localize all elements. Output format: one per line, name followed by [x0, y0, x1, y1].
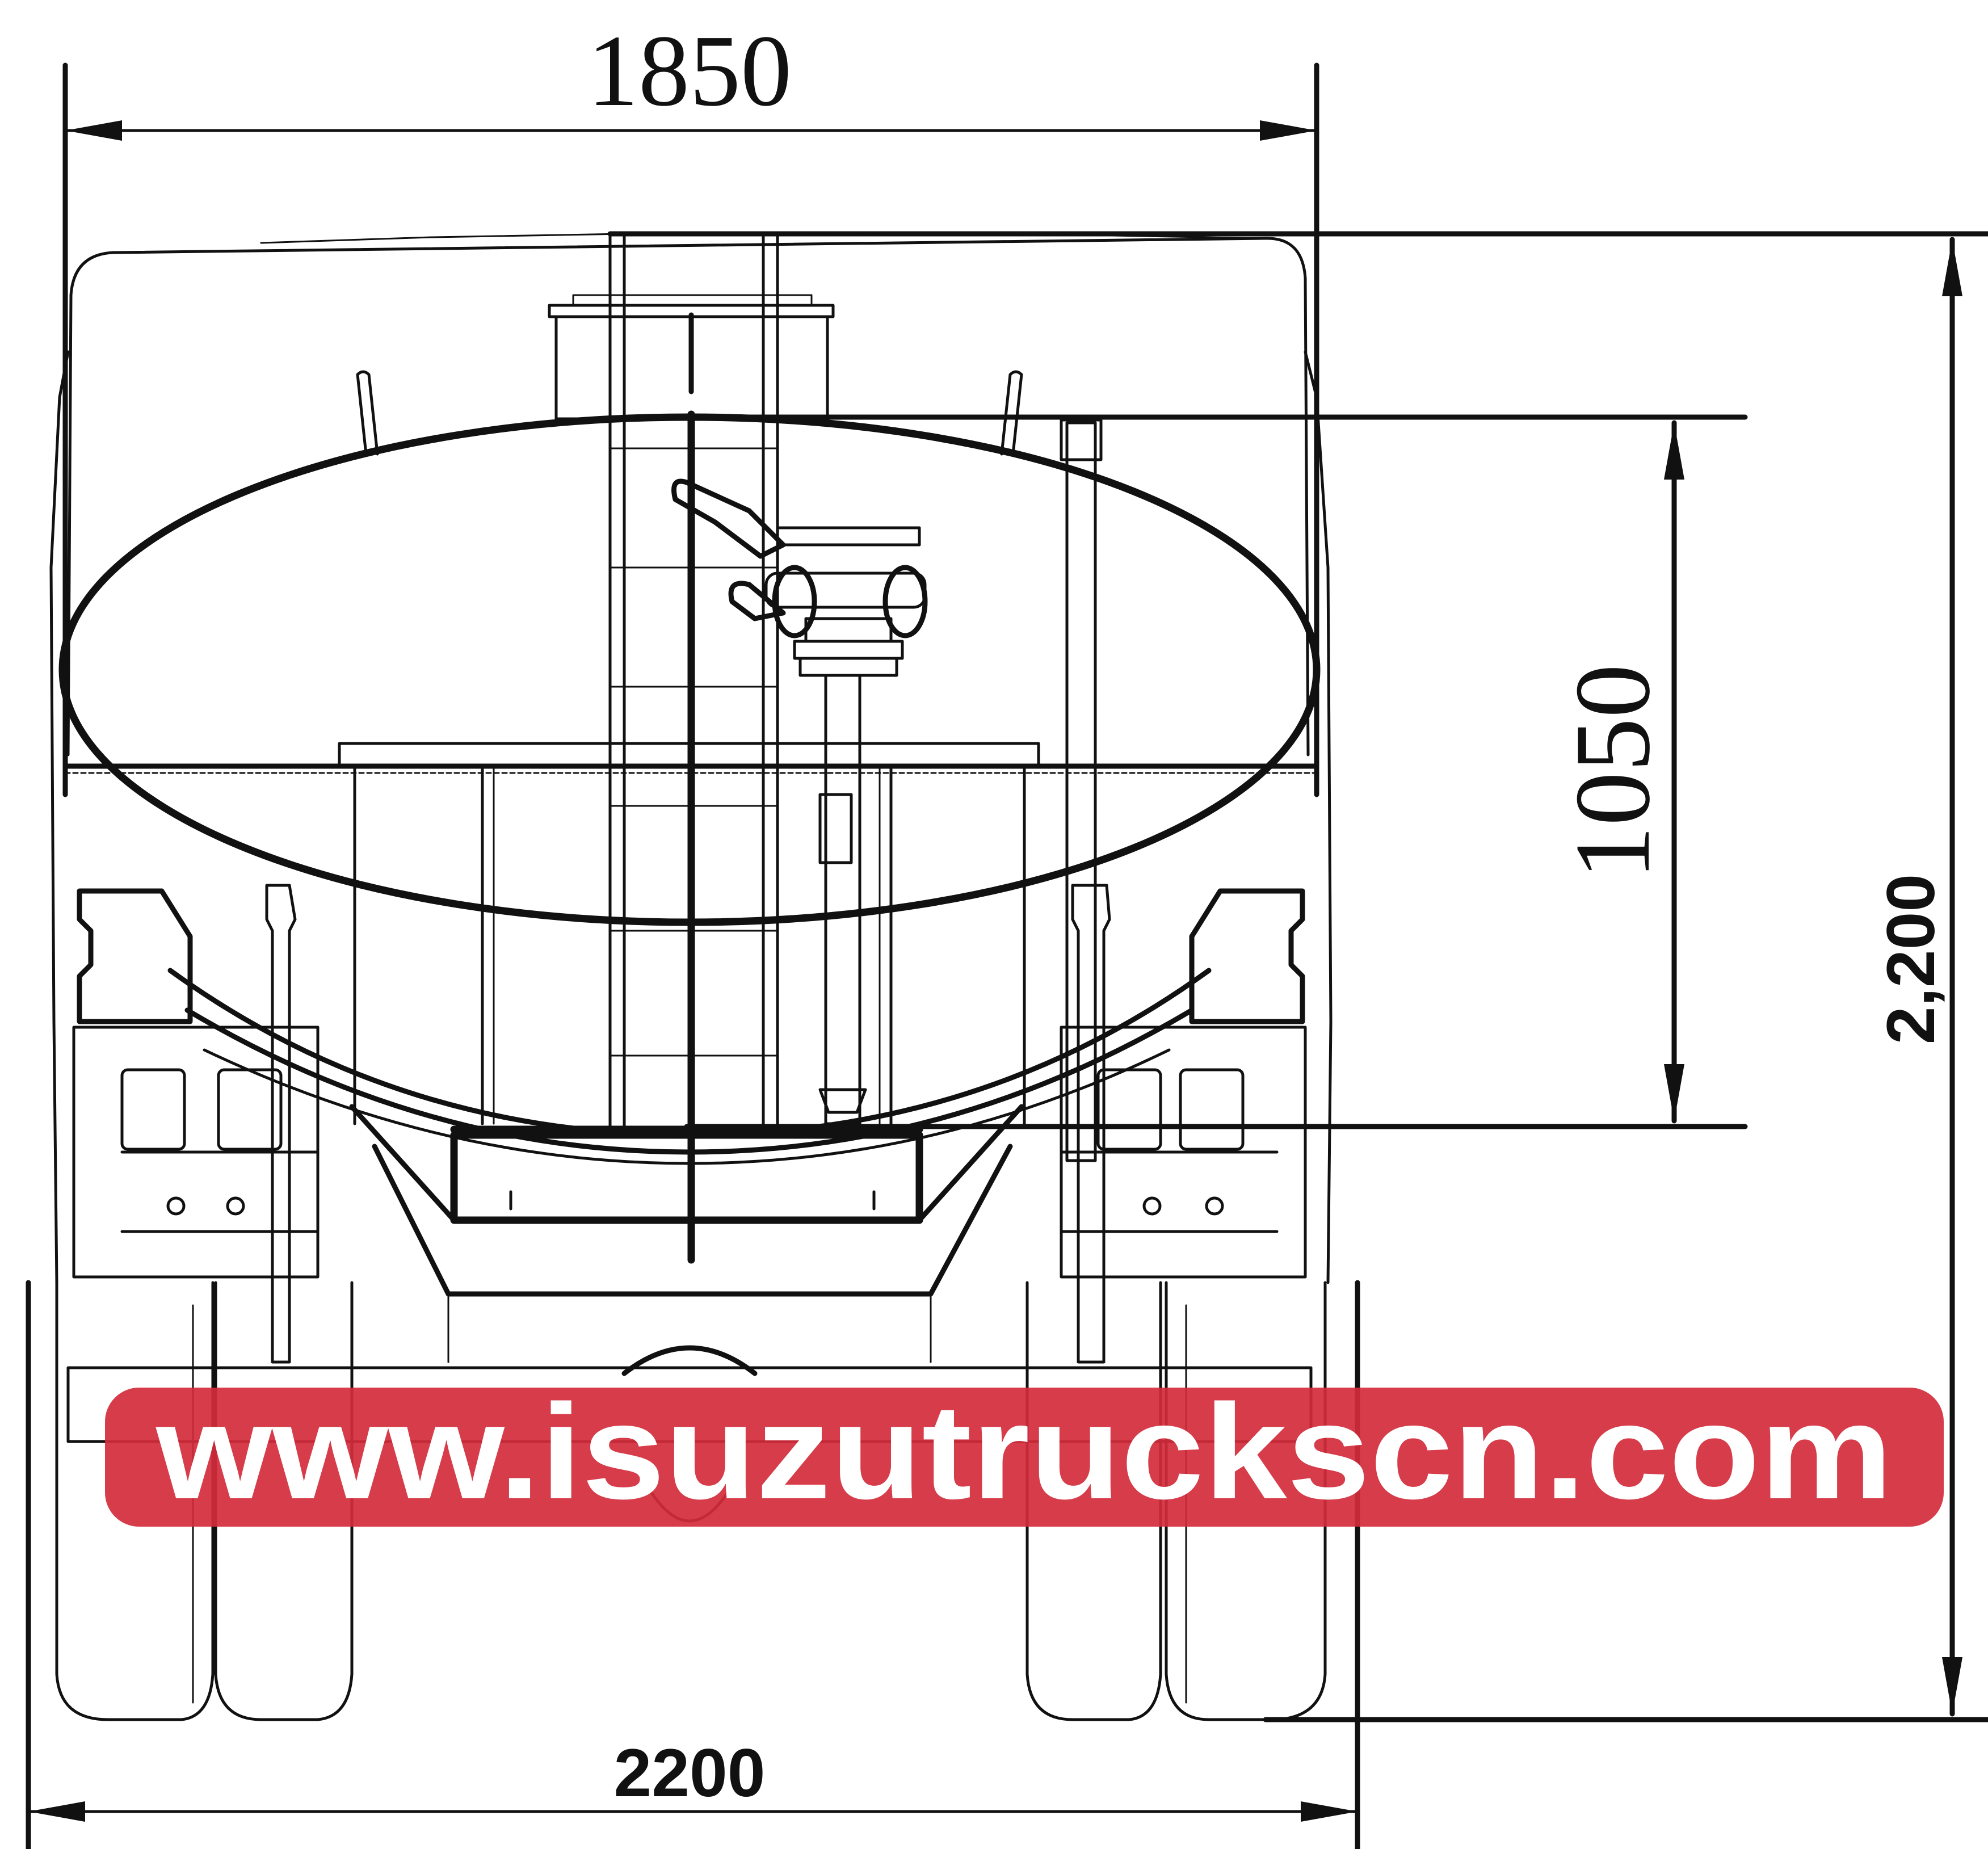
dimension-label-top-width: 1850 — [587, 14, 792, 127]
dimension-track-width: 2200 — [26, 1280, 1360, 1849]
dimension-tank-height: 1050 — [684, 414, 1748, 1129]
rear-ladder — [608, 232, 779, 1131]
dimension-overall-height: 2,200 — [607, 231, 1988, 1722]
watermark-band — [105, 1388, 1944, 1527]
side-pipes — [265, 884, 1111, 1364]
manhole-dome — [548, 294, 835, 421]
rear-light-panels — [72, 1026, 1307, 1279]
corner-brackets — [77, 888, 1305, 1024]
watermark-text: www.isuzutruckscn.com — [155, 1377, 1893, 1527]
rear-body-outline — [49, 232, 1333, 1284]
watermark: www.isuzutruckscn.com — [105, 1377, 1944, 1527]
dimension-top-width: 1850 — [62, 14, 1319, 797]
rear-tool-box — [349, 1104, 1024, 1297]
tank-shell — [58, 410, 1321, 1264]
dimension-label-overall-height: 2,200 — [1873, 874, 1949, 1044]
tank-handles — [356, 370, 1103, 1162]
dimension-label-tank-height: 1050 — [1553, 664, 1672, 880]
rear-platform — [338, 742, 1040, 1125]
water-cannon — [671, 478, 928, 1125]
tank-bottom-curves — [167, 968, 1212, 1165]
dimension-label-track-width: 2200 — [614, 1735, 766, 1811]
